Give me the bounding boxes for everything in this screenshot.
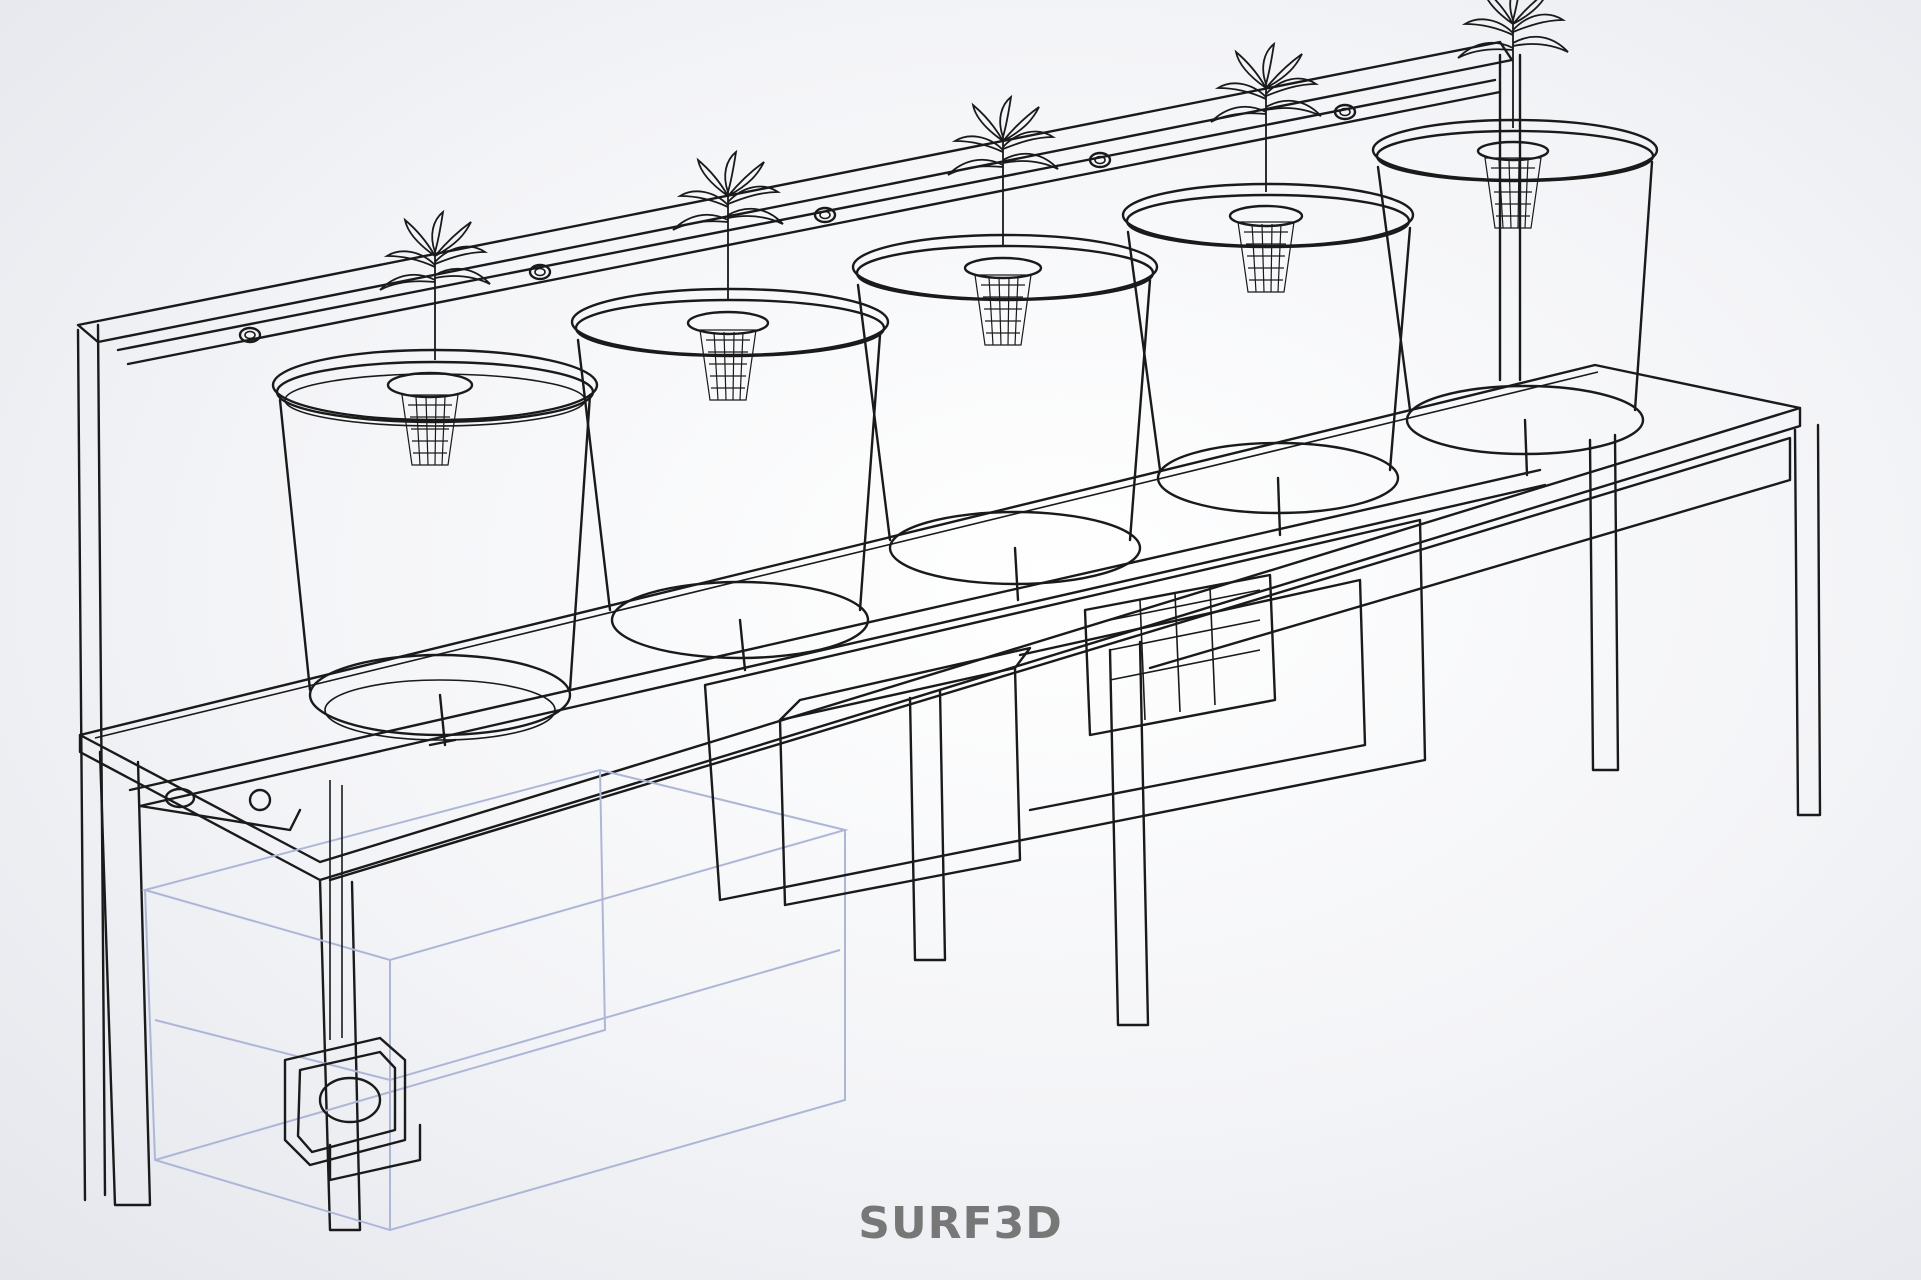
drain-pipe — [128, 468, 1547, 832]
bucket-4 — [1121, 43, 1415, 537]
bucket-1 — [271, 211, 599, 747]
electronics-enclosure — [703, 518, 1427, 907]
water-pump — [283, 780, 422, 1182]
bucket-2 — [570, 151, 890, 672]
bucket-3 — [851, 96, 1159, 602]
pipe-manifold — [76, 40, 1522, 382]
reservoir-tank — [141, 768, 849, 1232]
bench-table — [76, 323, 1822, 1232]
brand-watermark: SURF3D — [858, 1198, 1063, 1249]
bucket-5 — [1371, 0, 1659, 477]
